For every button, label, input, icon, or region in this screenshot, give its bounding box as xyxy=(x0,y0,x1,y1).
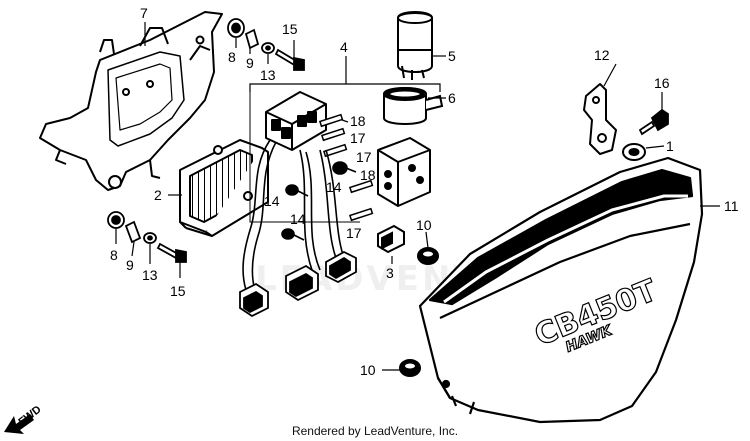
callout-13-bottom: 13 xyxy=(142,267,158,283)
grommet-10-upper xyxy=(417,247,439,265)
callout-15-bottom: 15 xyxy=(170,283,186,299)
callout-17-upper-a: 17 xyxy=(350,130,366,146)
callout-2: 2 xyxy=(154,187,162,203)
render-credit: Rendered by LeadVenture, Inc. xyxy=(291,424,459,438)
callout-3: 3 xyxy=(386,265,394,281)
fuse-18-upper xyxy=(318,113,344,128)
callout-10-upper: 10 xyxy=(416,217,432,233)
callout-9-bottom: 9 xyxy=(126,257,134,273)
callout-15-top: 15 xyxy=(282,21,298,37)
leader-lines xyxy=(115,22,720,371)
callout-9-top: 9 xyxy=(246,55,254,71)
relay-mount-6-part xyxy=(383,87,444,125)
screw-set-14 xyxy=(281,161,357,241)
callout-16: 16 xyxy=(654,75,670,91)
fuse-holder-part xyxy=(265,91,327,151)
collar-9-bottom xyxy=(124,220,142,244)
wiring-harness xyxy=(242,139,345,295)
fuse-17-upper-b xyxy=(322,143,348,158)
fuse-set-lower xyxy=(348,179,374,222)
fuse-set-upper xyxy=(318,113,348,158)
callout-10-lower: 10 xyxy=(360,362,376,378)
fastener-group-bottom xyxy=(107,211,187,263)
callout-11: 11 xyxy=(724,198,739,214)
connector-3-part xyxy=(377,224,405,254)
screw-14-b xyxy=(281,228,295,240)
callout-17-lower: 17 xyxy=(346,225,362,241)
callout-4: 4 xyxy=(340,39,348,55)
cover-bracket-12-part xyxy=(583,83,617,155)
collar-9-top xyxy=(244,28,260,50)
callout-5: 5 xyxy=(448,48,456,64)
callout-17-upper-b: 17 xyxy=(356,149,372,165)
bolt-15-bottom xyxy=(156,242,180,260)
harness-connectors xyxy=(239,250,357,318)
callout-6: 6 xyxy=(448,90,456,106)
bolt-16-part xyxy=(638,108,669,136)
grommet-1-part xyxy=(622,143,646,161)
regulator-rectifier-part xyxy=(179,139,269,237)
screw-14-a xyxy=(285,184,299,196)
fuse-17-upper-a xyxy=(320,127,346,142)
fuse-block-part xyxy=(377,137,431,207)
callout-18-lower: 18 xyxy=(360,167,376,183)
callout-7: 7 xyxy=(140,5,148,21)
callout-12: 12 xyxy=(594,47,610,63)
callout-1: 1 xyxy=(666,138,674,154)
screw-14-c xyxy=(332,161,348,175)
callout-14-right: 14 xyxy=(326,179,342,195)
grommet-10-lower xyxy=(399,359,421,377)
callout-14-left-a: 14 xyxy=(264,193,280,209)
callout-18-upper: 18 xyxy=(350,113,366,129)
callout-8-bottom: 8 xyxy=(110,247,118,263)
side-cover-11-part xyxy=(418,156,704,424)
relay-5-part xyxy=(397,11,433,80)
callout-13-top: 13 xyxy=(260,67,276,83)
fuse-18-lower xyxy=(348,179,374,194)
fastener-group-top xyxy=(227,18,305,71)
mounting-bracket-part xyxy=(39,11,223,191)
callout-14-left-b: 14 xyxy=(290,211,306,227)
callout-8-top: 8 xyxy=(228,49,236,65)
fuse-17-lower xyxy=(348,207,374,222)
